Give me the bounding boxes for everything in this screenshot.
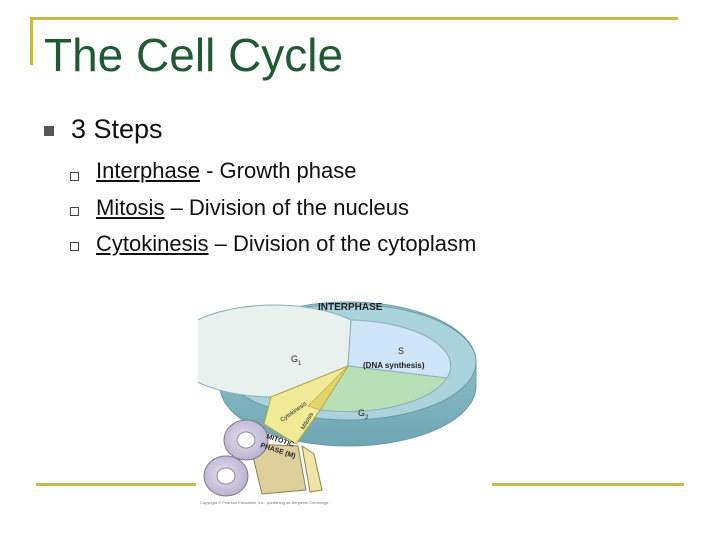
copyright-credit: Copyright © Pearson Education, Inc., pub… [200,500,329,505]
top-decor-line [30,17,678,20]
desc-cytokinesis: – Division of the cytoplasm [208,231,477,256]
sub-bullet-interphase: Interphase - Growth phase [96,158,356,184]
bottom-right-decor-line [492,483,684,486]
s-sector [347,319,452,379]
mitosis-strip [307,365,349,411]
term-cytokinesis: Cytokinesis [96,231,209,256]
desc-mitosis: – Division of the nucleus [164,195,410,220]
interphase-ring-label: INTERPHASE [318,302,383,313]
s-detail-label: (DNA synthesis) [363,361,425,370]
left-decor-line [30,17,33,65]
cell-block-right [301,444,323,493]
checkbox-bullet-icon [70,242,79,251]
sub-bullet-cytokinesis: Cytokinesis – Division of the cytoplasm [96,231,476,257]
square-bullet-icon [44,126,54,136]
s-label: S [398,346,404,356]
slide-title: The Cell Cycle [44,29,344,81]
sub-bullet-mitosis: Mitosis – Division of the nucleus [96,195,409,221]
main-bullet-text: 3 Steps [71,114,163,144]
checkbox-bullet-icon [70,207,79,216]
g1-label: G1 [291,354,302,367]
g1-sector [198,304,352,398]
g2-sector [319,365,448,413]
desc-interphase: - Growth phase [199,158,357,183]
upper-cell-nucleus [236,431,256,449]
cell-block-front [249,443,307,495]
cell-cycle-diagram: INTERPHASE G1 S (DNA synthesis) G2 Cytok… [198,301,477,497]
g2-label: G2 [358,408,369,421]
checkbox-bullet-icon [70,172,79,181]
term-mitosis: Mitosis [96,195,165,220]
term-interphase: Interphase [96,158,200,183]
bottom-left-decor-line [36,483,196,486]
lower-cell-nucleus [216,467,236,485]
